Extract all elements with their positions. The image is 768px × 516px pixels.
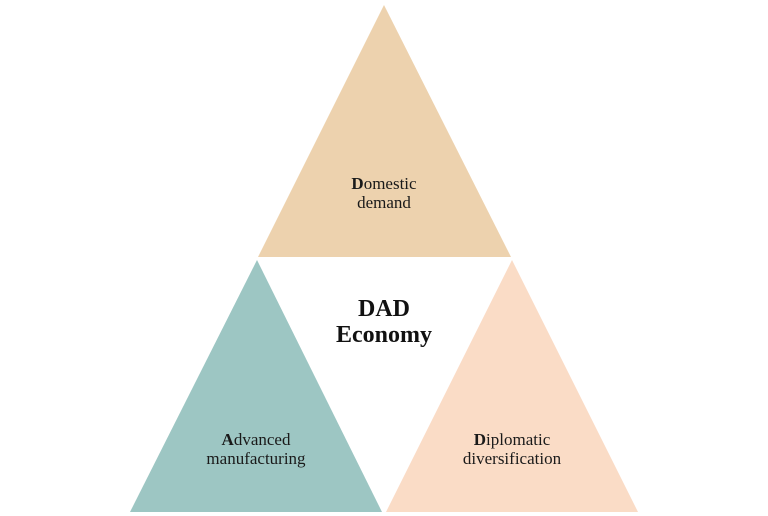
label-initial: D — [473, 430, 487, 449]
diplomatic-diversification-label: Diplomatic diversification — [412, 430, 612, 468]
advanced-manufacturing-label: Advanced manufacturing — [156, 430, 356, 468]
label-initial: A — [221, 430, 234, 449]
advanced-manufacturing-triangle — [130, 260, 382, 512]
center-title: DAD Economy — [284, 296, 484, 348]
label-line1-rest: dvanced — [233, 430, 291, 449]
label-line2: diversification — [462, 449, 562, 468]
label-initial: D — [351, 174, 364, 193]
label-line2: manufacturing — [206, 449, 306, 468]
domestic-demand-triangle — [258, 5, 511, 257]
label-line1-rest: iplomatic — [486, 430, 551, 449]
center-title-line1: DAD — [358, 296, 410, 322]
center-title-line2: Economy — [336, 322, 432, 348]
label-line2: demand — [357, 193, 411, 212]
domestic-demand-label: Domestic demand — [284, 174, 484, 212]
label-line1-rest: omestic — [363, 174, 417, 193]
diplomatic-diversification-triangle — [386, 260, 638, 512]
